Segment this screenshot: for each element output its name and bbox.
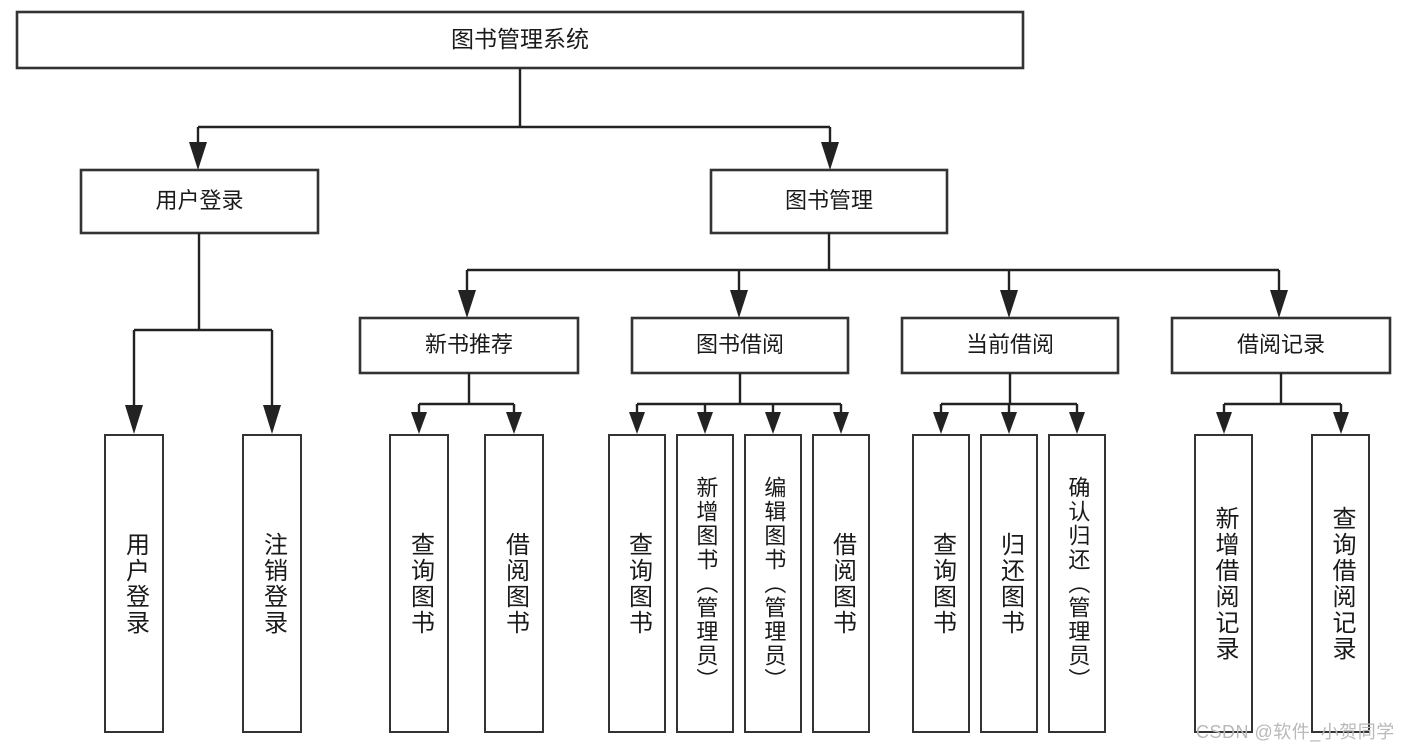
leaf-node-return-book-label: 归还图书 [996,531,1024,636]
leaf-node-logout[interactable]: 注销登录 [242,434,302,733]
arrow-head-icon-cb-2 [1001,412,1017,434]
arrow-head-icon-nbr-2 [506,412,522,434]
node-root-system-label: 图书管理系统 [451,26,589,52]
node-borrow-record[interactable]: 借阅记录 [1170,316,1392,375]
node-new-book-recommend-box [358,316,580,375]
node-current-borrow[interactable]: 当前借阅 [900,316,1120,375]
leaf-node-edit-book-admin-label: 编辑图书（管理员） [761,475,787,692]
arrow-head-icon-cb-3 [1069,412,1085,434]
leaf-node-return-book[interactable]: 归还图书 [980,434,1038,733]
arrow-head-icon-cb-1 [933,412,949,434]
leaf-node-query-book-cb-label: 查询图书 [928,531,956,636]
node-new-book-recommend-label: 新书推荐 [425,332,513,357]
arrow-head-icon-leaf-user-login [125,405,143,434]
arrow-head-icon-current-borrow [1000,290,1018,318]
leaf-node-edit-book-admin[interactable]: 编辑图书（管理员） [744,434,802,733]
leaf-node-query-book-bb-label: 查询图书 [624,531,652,636]
arrow-head-icon-nbr-1 [411,412,427,434]
leaf-node-add-book-admin-label: 新增图书（管理员） [693,475,719,692]
leaf-node-borrow-book-bb-label: 借阅图书 [828,531,856,636]
node-root-system-box [15,10,1025,70]
arrow-head-icon-bb-2 [697,412,713,434]
leaf-node-query-book-bb[interactable]: 查询图书 [608,434,666,733]
leaf-node-query-borrow-record-label: 查询借阅记录 [1327,505,1355,662]
node-root-system[interactable]: 图书管理系统 [15,10,1025,70]
leaf-node-add-book-admin[interactable]: 新增图书（管理员） [676,434,734,733]
arrow-head-icon-bb-1 [629,412,645,434]
leaf-node-query-book-nbr-label: 查询图书 [406,531,434,636]
node-book-borrow[interactable]: 图书借阅 [630,316,850,375]
node-book-management[interactable]: 图书管理 [709,168,949,235]
arrow-head-icon-book-borrow [730,290,748,318]
leaf-node-confirm-return-admin[interactable]: 确认归还（管理员） [1048,434,1106,733]
arrow-head-icon-new-book-rec [458,290,476,318]
leaf-node-add-borrow-record-label: 新增借阅记录 [1210,505,1238,662]
arrow-head-icon-user-login [189,142,207,170]
node-book-borrow-box [630,316,850,375]
node-new-book-recommend[interactable]: 新书推荐 [358,316,580,375]
leaf-node-query-book-cb[interactable]: 查询图书 [912,434,970,733]
arrow-head-icon-book-manage [821,142,839,170]
leaf-node-confirm-return-admin-label: 确认归还（管理员） [1065,475,1091,692]
arrow-head-icon-br-2 [1333,412,1349,434]
node-current-borrow-box [900,316,1120,375]
node-user-login-label: 用户登录 [155,188,243,213]
arrow-head-icon-borrow-record [1270,290,1288,318]
node-borrow-record-label: 借阅记录 [1237,332,1325,357]
arrow-head-icon-bb-3 [765,412,781,434]
leaf-node-logout-label: 注销登录 [259,531,287,636]
leaf-node-add-borrow-record[interactable]: 新增借阅记录 [1194,434,1253,733]
leaf-node-borrow-book-nbr-label: 借阅图书 [501,531,529,636]
node-book-borrow-label: 图书借阅 [696,332,784,357]
leaf-node-borrow-book-bb[interactable]: 借阅图书 [812,434,870,733]
leaf-node-query-borrow-record[interactable]: 查询借阅记录 [1311,434,1370,733]
leaf-node-user-login-label: 用户登录 [121,531,149,636]
leaf-node-user-login[interactable]: 用户登录 [104,434,164,733]
leaf-node-borrow-book-nbr[interactable]: 借阅图书 [484,434,544,733]
node-book-management-label: 图书管理 [785,188,873,213]
arrow-head-icon-leaf-logout [263,405,281,434]
leaf-node-query-book-nbr[interactable]: 查询图书 [389,434,449,733]
arrow-head-icon-bb-4 [833,412,849,434]
node-current-borrow-label: 当前借阅 [966,332,1054,357]
node-user-login[interactable]: 用户登录 [79,168,320,235]
arrow-head-icon-br-1 [1216,412,1232,434]
